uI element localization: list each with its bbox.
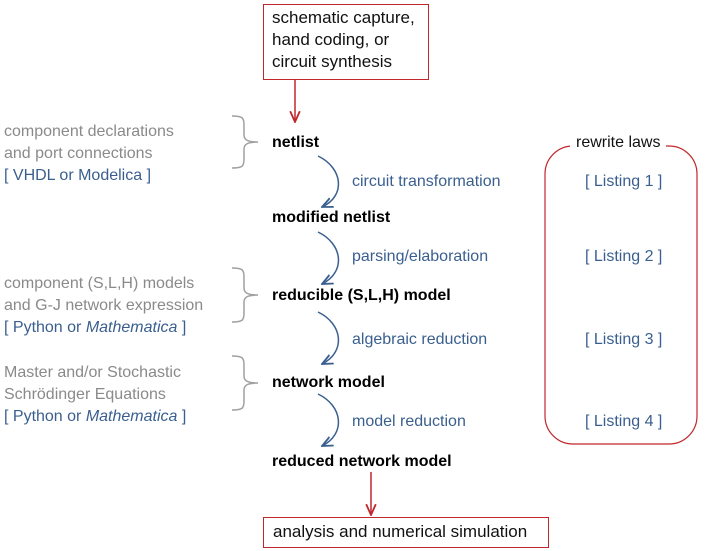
brace-2 [231,267,259,323]
input-line-1: schematic capture, [272,8,415,27]
rewrite-laws-title: rewrite laws [570,134,667,152]
curve-arrow-2 [317,231,340,284]
annotation-2-lang-prefix: [ Python or [4,319,86,336]
annotation-3-lang-italic: Mathematica [85,408,178,425]
annotation-equations: Master and/or Stochastic Schrödinger Equ… [4,362,186,428]
step-circuit-transformation: circuit transformation [352,173,501,190]
curve-arrow-4 [317,393,340,446]
curve-arrow-3 [317,311,340,364]
node-modified-netlist: modified netlist [272,209,391,226]
annotation-3-language: [ Python or Mathematica ] [4,406,186,428]
annotation-3-line-2: Schrödinger Equations [4,386,166,403]
listing-2: [ Listing 2 ] [585,248,663,265]
annotation-declarations: component declarations and port connecti… [4,121,174,187]
node-network-model: network model [272,374,385,391]
annotation-2-line-1: component (S,L,H) models [4,275,195,292]
annotation-3-lang-suffix: ] [177,408,187,425]
node-netlist: netlist [272,134,320,151]
listing-4: [ Listing 4 ] [585,413,663,430]
input-line-2: hand coding, or [272,30,390,49]
step-parsing-elaboration: parsing/elaboration [352,248,489,265]
step-algebraic-reduction: algebraic reduction [352,331,488,348]
annotation-1-language: [ VHDL or Modelica ] [4,167,152,184]
step-model-reduction: model reduction [352,413,466,430]
annotation-2-line-2: and G-J network expression [4,297,204,314]
input-line-3: circuit synthesis [272,52,392,71]
node-reduced-network-model: reduced network model [272,453,452,470]
node-reducible-model: reducible (S,L,H) model [272,287,451,304]
annotation-models: component (S,L,H) models and G-J network… [4,273,203,339]
annotation-3-lang-prefix: [ Python or [4,408,86,425]
output-box: analysis and numerical simulation [263,517,549,548]
annotation-2-lang-suffix: ] [177,319,187,336]
input-source-box: schematic capture, hand coding, or circu… [263,4,429,80]
annotation-2-lang-italic: Mathematica [85,319,178,336]
annotation-1-line-1: component declarations [4,123,174,140]
annotation-1-line-2: and port connections [4,145,153,162]
listing-3: [ Listing 3 ] [585,331,663,348]
output-label: analysis and numerical simulation [273,522,528,541]
annotation-2-language: [ Python or Mathematica ] [4,317,203,339]
curve-arrow-1 [317,155,340,207]
annotation-3-line-1: Master and/or Stochastic [4,364,181,381]
brace-3 [231,355,259,411]
brace-1 [231,115,259,169]
listing-1: [ Listing 1 ] [585,173,663,190]
